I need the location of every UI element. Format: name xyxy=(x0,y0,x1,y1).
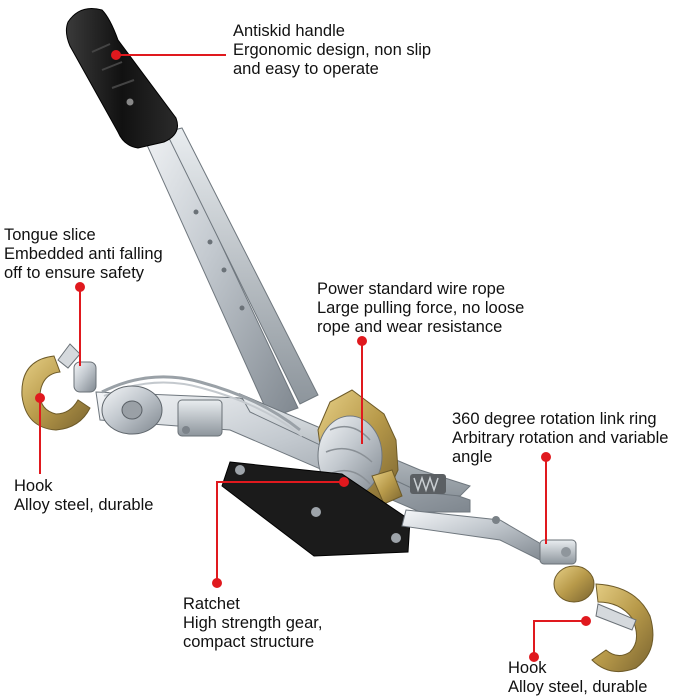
callout-rope-title: Power standard wire rope xyxy=(317,280,506,298)
callout-tongue-line2: off to ensure safety xyxy=(4,264,145,282)
callout-lines xyxy=(35,50,591,662)
callout-handle-title: Antiskid handle xyxy=(233,22,345,40)
antiskid-grip xyxy=(65,8,178,149)
callout-link-ring-line1: Arbitrary rotation and variable xyxy=(452,429,669,447)
left-hook xyxy=(21,343,97,431)
callout-handle-line1: Ergonomic design, non slip xyxy=(233,41,432,59)
callout-handle: Antiskid handle Ergonomic design, non sl… xyxy=(233,22,431,79)
callout-link-ring: 360 degree rotation link ring Arbitrary … xyxy=(452,410,668,467)
callout-tongue-line1: Embedded anti falling xyxy=(4,245,163,263)
callout-hook-left-title: Hook xyxy=(14,477,53,495)
callout-tongue: Tongue slice Embedded anti falling off t… xyxy=(4,226,163,283)
handle-lever xyxy=(137,117,319,419)
callout-hook-right: Hook Alloy steel, durable xyxy=(508,659,647,697)
callout-rope: Power standard wire rope Large pulling f… xyxy=(317,280,524,337)
callout-rope-line2: rope and wear resistance xyxy=(317,318,503,336)
callout-rope-line1: Large pulling force, no loose xyxy=(317,299,525,317)
callout-hook-right-line1: Alloy steel, durable xyxy=(508,678,648,696)
right-hook xyxy=(553,565,654,673)
callout-link-ring-line2: angle xyxy=(452,448,493,466)
callout-ratchet: Ratchet High strength gear, compact stru… xyxy=(183,595,322,652)
ratchet-drum xyxy=(317,389,403,507)
callout-link-ring-title: 360 degree rotation link ring xyxy=(452,410,657,428)
link-arm xyxy=(401,509,577,565)
callout-ratchet-line1: High strength gear, xyxy=(183,614,323,632)
callout-tongue-title: Tongue slice xyxy=(4,226,96,244)
callout-ratchet-title: Ratchet xyxy=(183,595,240,613)
callout-handle-line2: and easy to operate xyxy=(233,60,379,78)
wire-rope xyxy=(101,375,301,432)
spring-pawl xyxy=(410,474,446,494)
callout-ratchet-line2: compact structure xyxy=(183,633,315,651)
callout-hook-left-line1: Alloy steel, durable xyxy=(14,496,154,514)
ratchet-base-plate xyxy=(221,461,411,557)
callout-hook-right-title: Hook xyxy=(508,659,547,677)
pulley-block xyxy=(101,385,223,437)
callout-hook-left: Hook Alloy steel, durable xyxy=(14,477,153,515)
